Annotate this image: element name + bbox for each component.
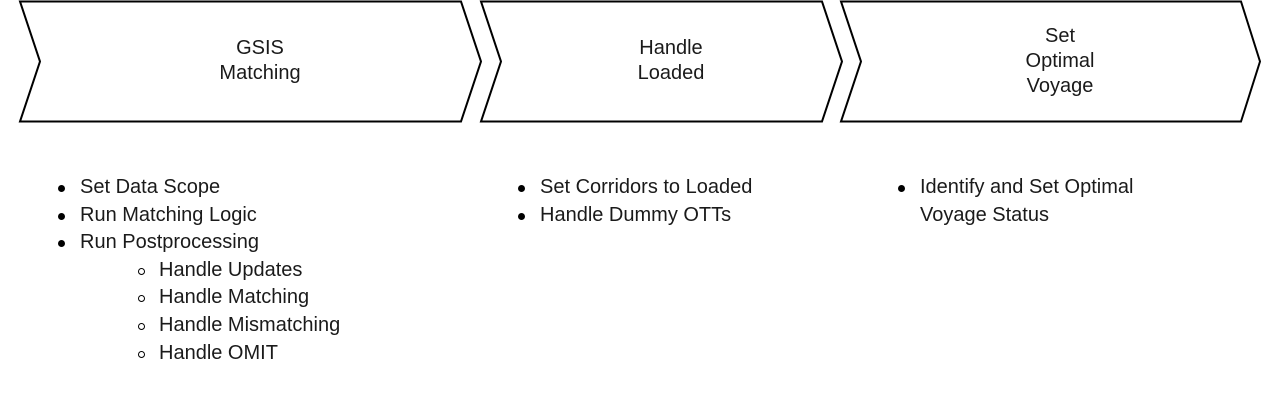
chevron-step-1 (18, 0, 483, 123)
item-text: Set Corridors to Loaded (540, 176, 753, 198)
step-3-label: Set Optimal Voyage (1025, 24, 1095, 97)
step-3-tasks: Identify and Set Optimal Voyage Status (896, 174, 1196, 229)
list-item: Run Postprocessing (56, 229, 340, 257)
circle-bullet-icon (138, 322, 145, 330)
sub-list-item: Handle Updates (56, 257, 340, 285)
list-item: Set Data Scope (56, 174, 340, 202)
step-2-label: Handle Loaded (637, 37, 705, 84)
chevron-step-2 (479, 0, 844, 123)
item-text: Handle Mismatching (159, 313, 341, 336)
bullet-icon (58, 212, 65, 220)
list-item: Identify and Set Optimal Voyage Status (896, 174, 1196, 229)
sub-list-item: Handle OMIT (56, 340, 340, 368)
step-1-tasks: Set Data Scope Run Matching Logic Run Po… (56, 174, 340, 367)
bullet-icon (58, 185, 65, 192)
step-1-label: GSIS Matching (219, 37, 301, 84)
item-text: Set Data Scope (80, 176, 221, 198)
circle-bullet-icon (138, 295, 145, 303)
bullet-icon (898, 185, 905, 192)
list-item: Set Corridors to Loaded (516, 174, 752, 202)
item-text: Identify and Set Optimal Voyage Status (920, 176, 1134, 226)
item-text: Handle OMIT (159, 341, 278, 364)
process-chevrons (18, 0, 1262, 123)
item-text: Run Postprocessing (80, 231, 259, 254)
step-2-tasks: Set Corridors to Loaded Handle Dummy OTT… (516, 174, 752, 229)
list-item: Run Matching Logic (56, 202, 340, 230)
sub-list-item: Handle Mismatching (56, 312, 340, 340)
list-item: Handle Dummy OTTs (516, 202, 752, 230)
bullet-icon (518, 185, 525, 192)
item-text: Handle Updates (159, 258, 303, 281)
item-text: Handle Dummy OTTs (540, 203, 732, 226)
bullet-icon (58, 240, 65, 248)
chevron-step-3 (839, 0, 1262, 123)
item-text: Run Matching Logic (80, 203, 257, 226)
circle-bullet-icon (138, 267, 145, 275)
circle-bullet-icon (138, 350, 145, 358)
bullet-icon (518, 212, 525, 220)
item-text: Handle Matching (159, 286, 310, 309)
sub-list-item: Handle Matching (56, 284, 340, 312)
